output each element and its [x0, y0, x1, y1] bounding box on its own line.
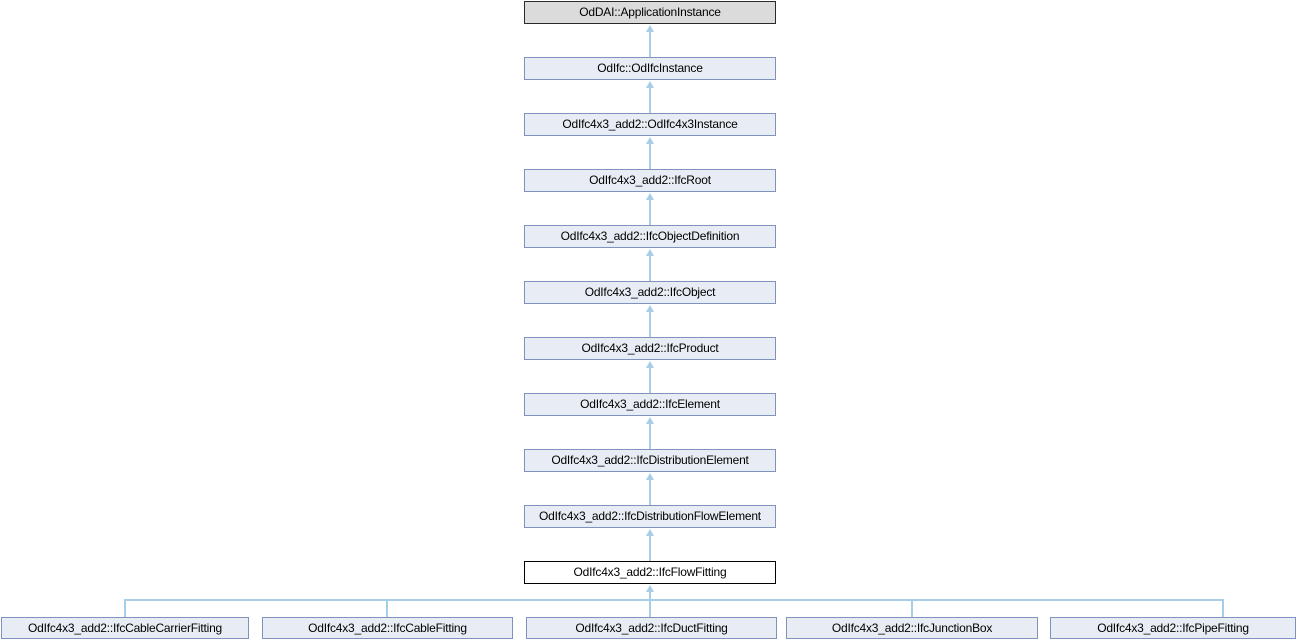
- arrow-up-icon: [646, 529, 654, 536]
- node-ifcobject[interactable]: OdIfc4x3_add2::IfcObject: [524, 281, 776, 304]
- node-ifcductfitting[interactable]: OdIfc4x3_add2::IfcDuctFitting: [526, 617, 777, 639]
- node-ifcflowfitting: OdIfc4x3_add2::IfcFlowFitting: [524, 561, 776, 584]
- arrow-up-icon: [646, 361, 654, 368]
- node-ifcpipefitting[interactable]: OdIfc4x3_add2::IfcPipeFitting: [1050, 617, 1296, 639]
- child-edge: [386, 601, 388, 617]
- child-edge: [649, 601, 651, 617]
- inheritance-edge: [649, 143, 651, 169]
- node-ifcelement[interactable]: OdIfc4x3_add2::IfcElement: [524, 393, 776, 416]
- child-edge: [1222, 601, 1224, 617]
- arrow-up-icon: [646, 137, 654, 144]
- node-odifc4x3instance[interactable]: OdIfc4x3_add2::OdIfc4x3Instance: [524, 113, 776, 136]
- inheritance-edge: [649, 87, 651, 113]
- arrow-up-icon: [646, 473, 654, 480]
- arrow-up-icon: [646, 25, 654, 32]
- node-ifcobjectdefinition[interactable]: OdIfc4x3_add2::IfcObjectDefinition: [524, 225, 776, 248]
- node-odifc-odifcinstance[interactable]: OdIfc::OdIfcInstance: [524, 57, 776, 80]
- inheritance-edge: [649, 423, 651, 449]
- inheritance-edge: [649, 255, 651, 281]
- arrow-up-icon: [646, 585, 654, 592]
- inheritance-edge: [649, 535, 651, 561]
- inheritance-edge: [649, 479, 651, 505]
- inheritance-edge: [649, 199, 651, 225]
- node-ifccablecarrierfitting[interactable]: OdIfc4x3_add2::IfcCableCarrierFitting: [1, 617, 249, 639]
- node-ifcdistributionelement[interactable]: OdIfc4x3_add2::IfcDistributionElement: [524, 449, 776, 472]
- arrow-up-icon: [646, 249, 654, 256]
- node-ifcdistributionflowelement[interactable]: OdIfc4x3_add2::IfcDistributionFlowElemen…: [524, 505, 776, 528]
- child-edge: [124, 601, 126, 617]
- arrow-up-icon: [646, 417, 654, 424]
- inheritance-edge: [649, 591, 651, 601]
- node-ifcroot[interactable]: OdIfc4x3_add2::IfcRoot: [524, 169, 776, 192]
- arrow-up-icon: [646, 305, 654, 312]
- inheritance-edge: [649, 367, 651, 393]
- node-ifcjunctionbox[interactable]: OdIfc4x3_add2::IfcJunctionBox: [786, 617, 1038, 639]
- inheritance-edge: [649, 31, 651, 57]
- child-edge: [911, 601, 913, 617]
- arrow-up-icon: [646, 193, 654, 200]
- inheritance-edge: [649, 311, 651, 337]
- node-ifcproduct[interactable]: OdIfc4x3_add2::IfcProduct: [524, 337, 776, 360]
- arrow-up-icon: [646, 81, 654, 88]
- node-oddai-applicationinstance: OdDAI::ApplicationInstance: [524, 1, 776, 24]
- children-bus-line: [124, 599, 1224, 601]
- node-ifccablefitting[interactable]: OdIfc4x3_add2::IfcCableFitting: [262, 617, 513, 639]
